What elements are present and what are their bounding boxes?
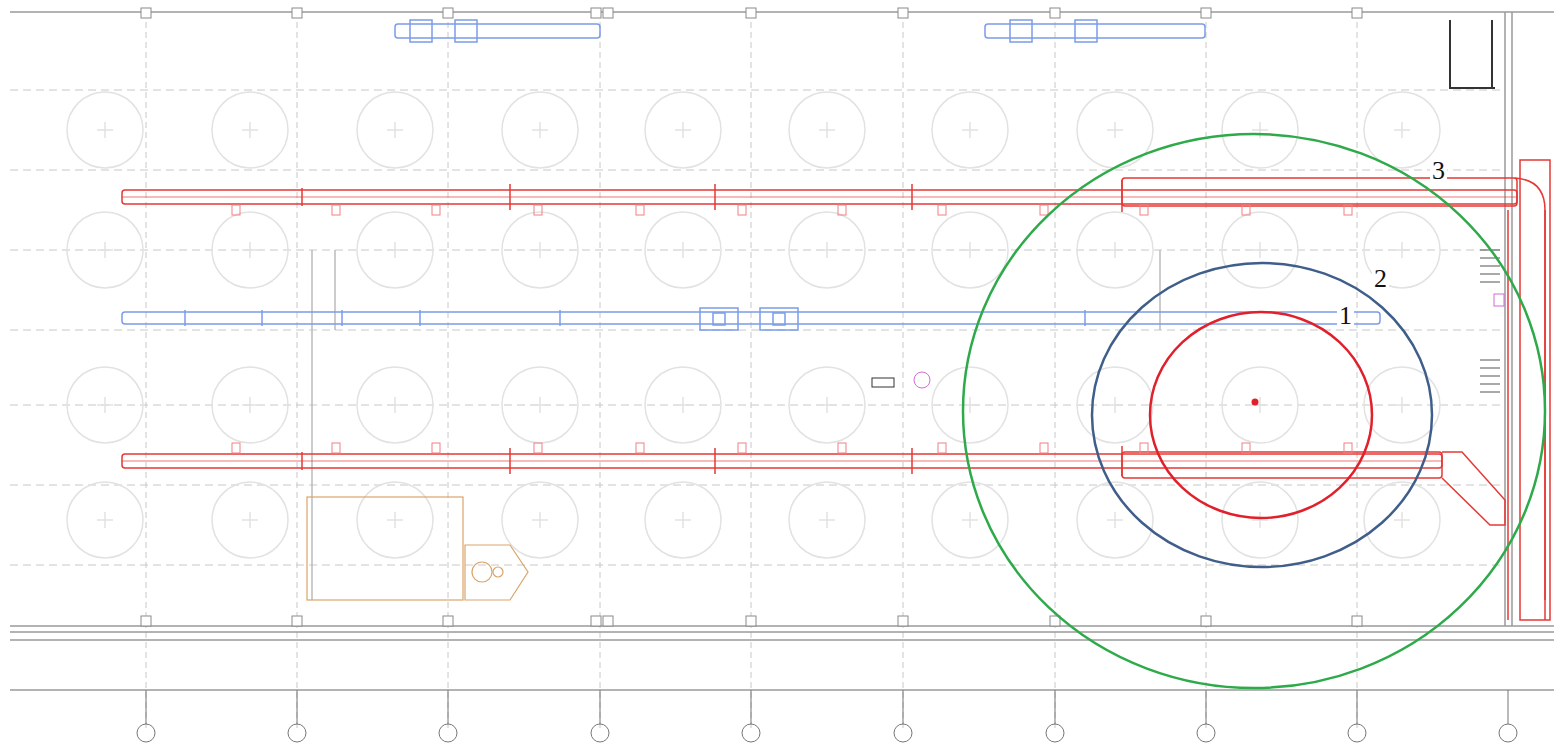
- source-point: [1252, 399, 1259, 406]
- diffusers: [232, 205, 1352, 453]
- tank-circle: [502, 482, 578, 558]
- tank-circle: [789, 212, 865, 288]
- tank-circle: [502, 212, 578, 288]
- tank-circle: [645, 92, 721, 168]
- tank-circle: [1364, 482, 1440, 558]
- tank-circle: [1222, 92, 1298, 168]
- tank-center: [532, 397, 548, 413]
- tank-circle: [1222, 212, 1298, 288]
- tank-center: [1252, 122, 1268, 138]
- tank-circle: [1364, 367, 1440, 443]
- tank-center: [1252, 397, 1268, 413]
- tank-circle: [1077, 367, 1153, 443]
- tank-center: [387, 122, 403, 138]
- tank-center: [97, 242, 113, 258]
- tank-circle: [357, 92, 433, 168]
- tank-circle: [789, 92, 865, 168]
- tank-circle: [357, 367, 433, 443]
- tank-circle: [502, 367, 578, 443]
- tank-circle: [932, 92, 1008, 168]
- tank-circle: [357, 482, 433, 558]
- tank-center: [1107, 512, 1123, 528]
- tank-center: [1107, 122, 1123, 138]
- tank-center: [675, 512, 691, 528]
- tank-center: [1394, 397, 1410, 413]
- tank-circle: [212, 367, 288, 443]
- axis-markers: [137, 690, 1517, 742]
- tank-circle: [932, 212, 1008, 288]
- hazard-zones: [963, 134, 1545, 688]
- tank-center: [1107, 397, 1123, 413]
- equipment: [307, 497, 528, 600]
- tank-circle: [789, 482, 865, 558]
- callout-number: 2: [1372, 266, 1389, 292]
- tank-center: [387, 397, 403, 413]
- tank-circle: [1077, 212, 1153, 288]
- tank-circle: [932, 482, 1008, 558]
- tank-center: [97, 512, 113, 528]
- tank-circle: [932, 367, 1008, 443]
- tank-circle: [212, 212, 288, 288]
- tank-center: [387, 512, 403, 528]
- tank-center: [1394, 122, 1410, 138]
- tank-center: [242, 512, 258, 528]
- tank-center: [97, 122, 113, 138]
- tank-center: [1252, 242, 1268, 258]
- callout-number: 1: [1337, 303, 1354, 329]
- tank-center: [962, 512, 978, 528]
- tank-circle: [502, 92, 578, 168]
- tank-circle: [67, 92, 143, 168]
- tank-circle: [212, 482, 288, 558]
- tank-circle: [645, 212, 721, 288]
- tank-circle: [789, 367, 865, 443]
- tank-center: [675, 242, 691, 258]
- tank-circle: [67, 212, 143, 288]
- tank-center: [962, 242, 978, 258]
- callout-number: 3: [1430, 158, 1447, 184]
- tank-center: [242, 397, 258, 413]
- tank-circle: [645, 367, 721, 443]
- tank-center: [387, 242, 403, 258]
- tank-center: [819, 122, 835, 138]
- tank-center: [1107, 242, 1123, 258]
- tank-circle: [1222, 482, 1298, 558]
- tank-circle: [1364, 92, 1440, 168]
- tank-center: [1394, 512, 1410, 528]
- exhaust-ducts: [122, 20, 1380, 330]
- tank-circle: [645, 482, 721, 558]
- tank-center: [675, 397, 691, 413]
- grid-lines: [10, 12, 1505, 730]
- tank-center: [1394, 242, 1410, 258]
- tank-circle: [1222, 367, 1298, 443]
- tank-circle: [67, 482, 143, 558]
- supply-ducts: [122, 160, 1550, 620]
- tank-center: [819, 242, 835, 258]
- tank-circle: [212, 92, 288, 168]
- tank-circle: [67, 367, 143, 443]
- tank-center: [819, 397, 835, 413]
- tank-circle: [357, 212, 433, 288]
- tank-center: [97, 397, 113, 413]
- columns: [141, 8, 1362, 626]
- tank-center: [532, 512, 548, 528]
- tank-circles: [67, 92, 1440, 558]
- tank-center: [819, 512, 835, 528]
- tank-center: [242, 122, 258, 138]
- tank-center: [532, 122, 548, 138]
- tank-center: [242, 242, 258, 258]
- tank-center: [1252, 512, 1268, 528]
- tank-center: [532, 242, 548, 258]
- tank-center: [962, 122, 978, 138]
- tank-center: [675, 122, 691, 138]
- walls: [10, 12, 1554, 690]
